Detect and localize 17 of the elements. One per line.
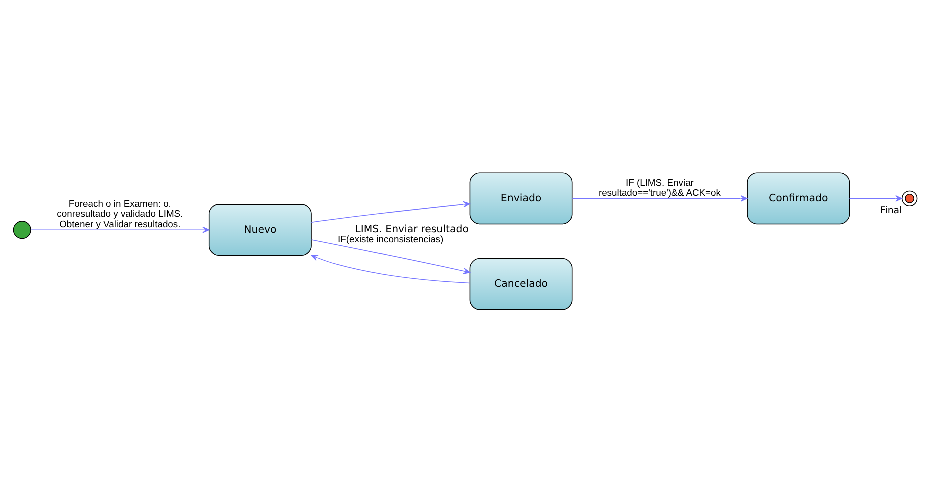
arrow [311,239,470,274]
node-label: Final [880,205,902,216]
node-box: Enviado [470,172,573,224]
arrow [30,226,210,233]
node-box: Confirmado [747,172,850,224]
arrow [311,254,470,284]
node-box: Nuevo [208,204,312,256]
node-box: Cancelado [470,258,573,310]
node-circle [13,220,32,239]
arrow [311,200,470,222]
edge-label: Foreach o in Examen: o. conresultado y validado LIMS. Obtener y Validar resultados. [57,198,184,229]
edge-label: IF(existe inconsistencias) [338,232,444,244]
arrow [572,194,748,202]
edge-label: IF (LIMS. Enviar resultado=='true')&& ACK=ok [598,176,721,198]
arrow [849,194,903,202]
node-circle [902,190,918,206]
node-label: LIMS. Enviar resultado [355,224,469,235]
